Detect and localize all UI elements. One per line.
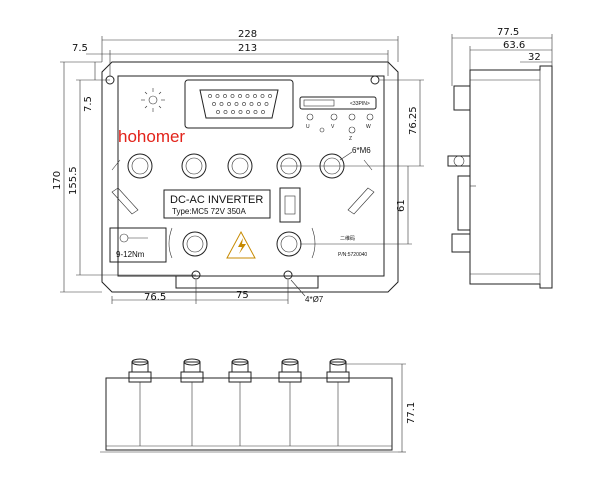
connector-pin [234, 102, 239, 106]
dim-overall-width: 228 [238, 29, 257, 40]
connector-pin [219, 102, 224, 106]
nameplate: DC-AC INVERTER Type:MC5 72V 350A [163, 189, 271, 219]
top-view: <33PIN> U V Z W hohomer [101, 61, 399, 304]
connector-pin [223, 110, 228, 114]
dim-overall-height: 170 [52, 171, 63, 190]
chinese-mark: 二维码 [340, 235, 355, 242]
side-view [447, 65, 553, 289]
dim-bottom-middle: 75 [236, 290, 249, 301]
wrench-icon [119, 233, 148, 243]
connector-pin [249, 102, 254, 106]
connector-pin [223, 94, 227, 98]
main-connector [184, 79, 294, 129]
connector-pin [253, 94, 257, 98]
phase-label-z: Z [349, 136, 352, 142]
connector-pin [246, 110, 250, 114]
hole-callout: 4*Ø7 [305, 295, 324, 304]
connector-pin [231, 110, 235, 114]
vent-slots [111, 159, 375, 215]
mount-hole-br [283, 270, 293, 280]
top-dimensions [60, 36, 424, 304]
torque-box: 9-12Nm [109, 227, 167, 263]
dim-bottom-left: 76.5 [144, 292, 166, 303]
connector-pin [253, 110, 258, 114]
top-dimension-labels: 228 213 7.5 76.5 75 170 155.5 7.5 76.25 … [52, 29, 419, 303]
dim-mount-spacing-height: 155.5 [68, 166, 79, 195]
part-number: P/N:5720040 [338, 252, 367, 258]
connector-pin [257, 102, 261, 106]
connector-pin [227, 102, 231, 106]
torque-label: 9-12Nm [116, 250, 145, 259]
connector-pin [260, 94, 265, 98]
usb-port [279, 187, 301, 223]
connector-pin [212, 102, 216, 106]
brand-logo: hohomer [118, 127, 185, 146]
connector-pin [230, 94, 235, 98]
front-view [100, 358, 398, 453]
dim-edge-offset-top: 7.5 [83, 96, 94, 112]
dim-edge-offset-left: 7.5 [72, 43, 88, 54]
product-spec: Type:MC5 72V 350A [172, 207, 246, 216]
signal-connector: <33PIN> [299, 96, 377, 110]
connector-pin [238, 94, 242, 98]
dim-mount-spacing-width: 213 [238, 43, 257, 54]
connector-pin [242, 102, 246, 106]
connector-pin [215, 94, 220, 98]
phase-sockets: U V Z W [306, 113, 374, 142]
signal-header-label: <33PIN> [350, 101, 370, 107]
front-gland [128, 358, 152, 446]
connector-pin [238, 110, 243, 114]
sun-led-icon [141, 88, 165, 112]
connector-pin [261, 110, 265, 114]
phase-label-v: V [331, 124, 335, 130]
dim-front-height: 77.1 [406, 402, 417, 424]
side-dimension-labels: 77.5 63.6 32 [497, 27, 541, 63]
warning-triangle-icon [226, 230, 256, 259]
front-gland [180, 358, 204, 446]
front-gland [326, 358, 350, 446]
dim-side-depth-mid: 63.6 [503, 40, 525, 51]
connector-pin [216, 110, 220, 114]
bolt-callout: 6*M6 [352, 146, 371, 155]
phase-label-u: U [306, 124, 310, 130]
dim-side-depth-total: 77.5 [497, 27, 519, 38]
dim-upper-offset: 76.25 [408, 106, 419, 135]
product-title: DC-AC INVERTER [170, 194, 263, 206]
phase-label-w: W [366, 124, 371, 130]
dim-side-depth-small: 32 [528, 52, 541, 63]
connector-pin [245, 94, 250, 98]
front-dimensions [344, 363, 406, 453]
side-dimensions [451, 34, 553, 86]
connector-pin [264, 102, 269, 106]
connector-pin [208, 94, 212, 98]
front-gland [228, 358, 252, 446]
connector-pin [268, 94, 272, 98]
mount-hole-tr [370, 75, 380, 85]
dim-right-vertical: 61 [396, 199, 407, 212]
front-gland [278, 358, 302, 446]
